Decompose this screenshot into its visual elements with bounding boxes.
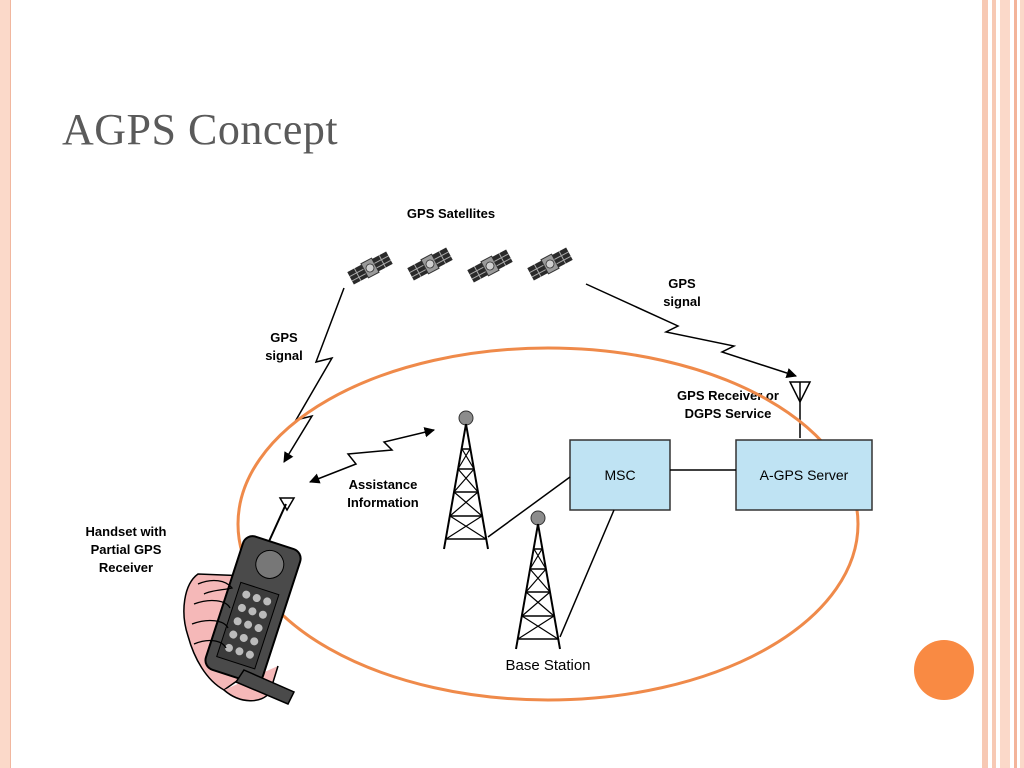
slide-title: AGPS Concept xyxy=(62,105,339,154)
gps-signal-left-label-1: GPS xyxy=(270,330,298,345)
slide-accent-dot xyxy=(914,640,974,700)
base-station-msc-link xyxy=(559,509,615,638)
receiver-antenna-icon xyxy=(788,381,812,438)
agps-diagram-svg: GPS Satellites GPS signal GPS signal GPS… xyxy=(86,206,873,705)
base-station-label: Base Station xyxy=(505,657,590,674)
gps-signal-right-label-1: GPS xyxy=(668,276,696,291)
gps-signal-left-arrow xyxy=(283,287,345,463)
handset-label-3: Receiver xyxy=(99,560,153,575)
msc-box xyxy=(569,439,671,511)
base-station-tower-icon xyxy=(515,510,561,650)
agps-server-box xyxy=(735,439,873,511)
right-frame-stripes xyxy=(978,0,1024,768)
satellite-icon xyxy=(346,250,394,286)
receiver-label-2: DGPS Service xyxy=(685,406,772,421)
assistance-signal-arrow xyxy=(309,427,436,484)
handset-icon xyxy=(183,497,302,705)
gps-signal-left-label-2: signal xyxy=(265,348,303,363)
receiver-label-1: GPS Receiver or xyxy=(677,388,779,403)
cell-tower-icon xyxy=(443,410,489,550)
satellite-icon xyxy=(406,246,454,282)
satellite-icon xyxy=(466,248,514,284)
tower-msc-link xyxy=(487,476,571,538)
left-frame-border xyxy=(0,0,11,768)
agps-diagram: GPS Satellites GPS signal GPS signal GPS… xyxy=(48,192,888,712)
assistance-label-2: Information xyxy=(347,495,419,510)
agps-server-label: A-GPS Server xyxy=(760,467,849,483)
assistance-label-1: Assistance xyxy=(349,477,418,492)
msc-label: MSC xyxy=(604,467,635,483)
gps-signal-right-arrow xyxy=(585,283,797,379)
satellite-icon xyxy=(526,246,574,282)
satellites-label: GPS Satellites xyxy=(407,206,495,221)
handset-label-1: Handset with xyxy=(86,524,167,539)
handset-label-2: Partial GPS xyxy=(91,542,162,557)
network-ellipse xyxy=(236,346,860,702)
gps-signal-right-label-2: signal xyxy=(663,294,701,309)
